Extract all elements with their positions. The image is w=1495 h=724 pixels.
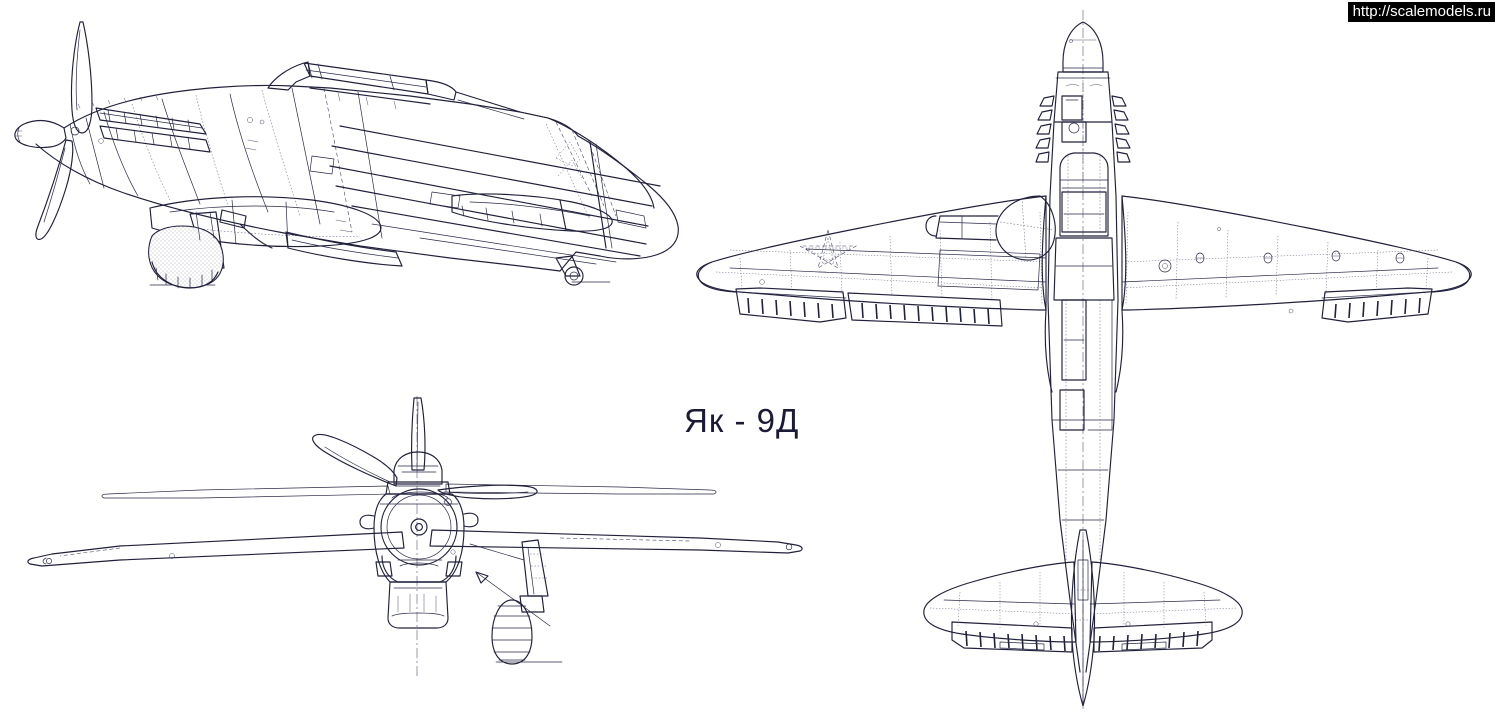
top-plan-view: [696, 10, 1472, 712]
source-watermark: http://scalemodels.ru: [1347, 2, 1495, 22]
plan-view-port-wing-detail: [715, 211, 1047, 327]
plan-view-root-intakes: [925, 195, 1056, 261]
plan-view-canopy: [1053, 152, 1115, 301]
aircraft-type-label: Як - 9Д: [684, 402, 800, 439]
spinner: [14, 119, 67, 149]
exhaust-stubs-port: [1035, 95, 1055, 163]
side-profile-view: [14, 21, 679, 289]
plan-view-starboard-wing-detail: [1121, 211, 1453, 323]
front-view-main-gear: [469, 539, 549, 665]
main-landing-gear: [148, 209, 247, 289]
cockpit-canopy: [267, 61, 549, 120]
front-view-fuselage: [359, 488, 479, 583]
front-elevation-view: [27, 396, 803, 676]
ventral-radiator-scoop: [239, 223, 403, 267]
front-view-left-wing: [27, 531, 405, 567]
propeller-blades: [35, 21, 93, 240]
front-view-propeller: [312, 397, 538, 500]
exhaust-stubs-starboard: [1111, 95, 1131, 163]
plan-view-tailplane: [923, 561, 1243, 653]
front-view-tailplane: [101, 483, 717, 499]
rear-fuselage-stringers: [329, 125, 661, 265]
plan-view-rear-fuselage-detail: [1051, 299, 1115, 601]
fuselage-access-panels: [245, 117, 461, 233]
tail-wheel: [555, 255, 584, 286]
vertical-fin: [545, 117, 655, 249]
front-view-ventral-radiator: [387, 571, 551, 629]
plan-view-wings: [696, 195, 1472, 311]
wing-fastener-row: [1158, 227, 1405, 273]
horizontal-stabilizer: [451, 193, 613, 232]
wing-root-side: [149, 196, 382, 248]
front-view-right-wing: [429, 529, 803, 554]
engine-cowling-panels: [69, 94, 229, 207]
red-star-insignia: [798, 228, 858, 269]
fuselage-panel-lines: [229, 87, 383, 239]
front-view-spinner: [385, 451, 451, 495]
